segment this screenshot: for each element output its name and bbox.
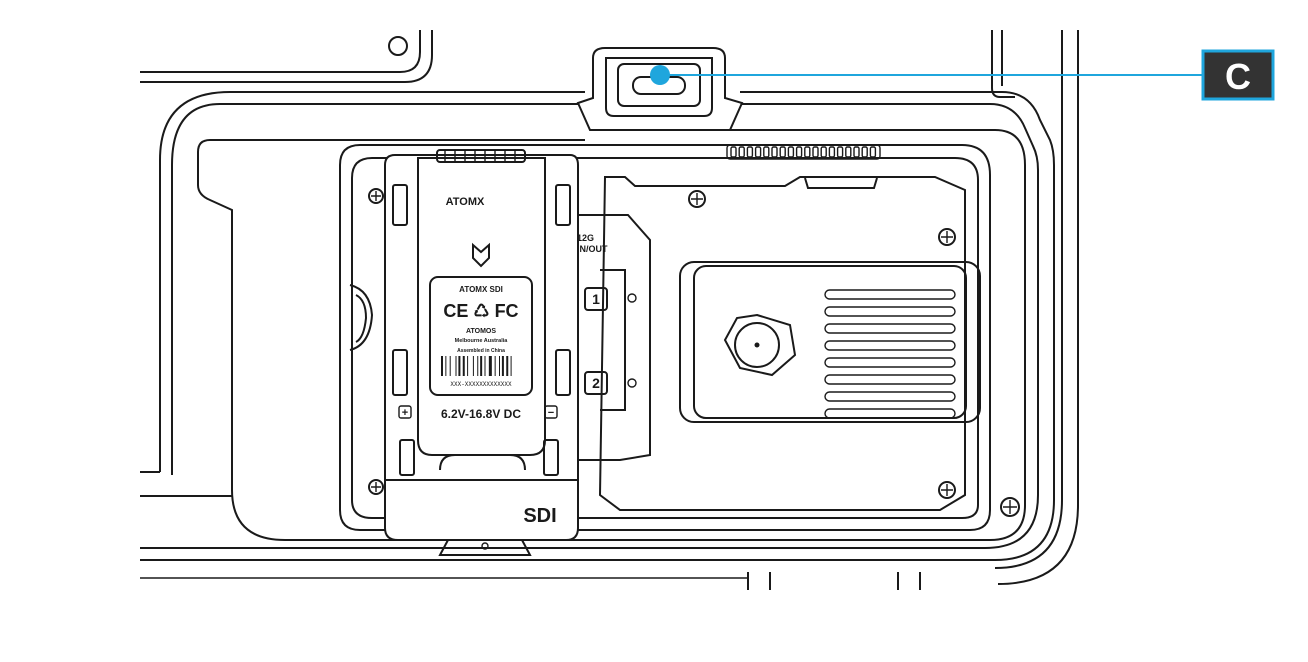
plus-terminal-label: + — [402, 407, 408, 419]
barcode-bar — [467, 356, 469, 376]
vent-slot — [824, 306, 956, 317]
vent-tooth — [836, 146, 844, 158]
vent-tooth — [730, 146, 737, 158]
maker-label: ATOMOS — [466, 328, 496, 335]
battery-tray — [339, 144, 1020, 531]
vent-tooth — [754, 146, 762, 158]
barcode-bar — [499, 356, 500, 376]
vent-tooth — [795, 146, 803, 158]
port-2-label: 2 — [592, 375, 600, 391]
ventilation-slots — [824, 289, 956, 419]
vent-tooth — [820, 146, 827, 158]
barcode-bar — [449, 356, 451, 376]
callout-c: C — [650, 49, 1275, 101]
barcode-bar — [494, 356, 496, 376]
barcode-bar — [480, 356, 483, 376]
brand-label: ATOMX — [446, 196, 485, 208]
vent-tooth — [845, 146, 852, 158]
assembled-label: Assembled in China — [457, 348, 505, 354]
vent-slot — [824, 408, 956, 419]
vent-row — [726, 144, 881, 160]
shield-icon — [472, 242, 490, 268]
callout-badge — [1201, 49, 1275, 101]
callout-dot — [650, 65, 670, 85]
callout-letter: C — [1225, 56, 1251, 97]
model-label: ATOMX SDI — [459, 285, 503, 294]
vent-tooth — [771, 146, 778, 158]
vent-tooth — [763, 146, 770, 158]
vent-tooth — [828, 146, 836, 158]
barcode-bar — [510, 356, 512, 376]
screw-icon — [368, 188, 1020, 517]
vent-tooth — [812, 146, 819, 158]
barcode-bar — [441, 356, 443, 376]
vent-tooth — [869, 146, 877, 158]
vent-tooth — [853, 146, 860, 158]
vent-tooth — [779, 146, 786, 158]
barcode-bar — [484, 356, 486, 376]
serial-label: XXX-XXXXXXXXXXXXX — [450, 381, 512, 388]
barcode-bar — [501, 356, 504, 376]
barcode-icon — [441, 356, 512, 376]
minus-terminal-label: − — [548, 407, 554, 419]
certification-marks: CE ♺ FC — [443, 301, 518, 321]
barcode-bar — [462, 356, 465, 376]
vent-tooth — [738, 146, 745, 158]
sdi-battery-plate: ATOMX ATOMX SDI CE ♺ FC ATOMOS Melbourne… — [349, 149, 579, 556]
vent-tooth — [861, 146, 868, 158]
vent-tooth — [746, 146, 754, 158]
vent-tooth — [804, 146, 811, 158]
barcode-bar — [506, 356, 509, 376]
vent-slot — [824, 323, 956, 334]
port-header-12g: 12G — [577, 233, 594, 243]
port-1-label: 1 — [592, 291, 600, 307]
vent-tooth — [787, 146, 795, 158]
voltage-label: 6.2V-16.8V DC — [441, 407, 521, 421]
barcode-bar — [445, 356, 447, 376]
barcode-bar — [455, 356, 457, 376]
barcode-bar — [477, 356, 479, 376]
device-housing — [140, 30, 1079, 590]
port-header-inout: IN/OUT — [577, 244, 608, 254]
vent-slot — [824, 289, 956, 300]
location-label: Melbourne Australia — [455, 338, 509, 344]
vent-slot — [824, 374, 956, 385]
module-label: SDI — [523, 505, 556, 527]
barcode-bar — [472, 356, 474, 376]
barcode-bar — [488, 356, 492, 376]
vent-slot — [824, 340, 956, 351]
barcode-bar — [458, 356, 461, 376]
top-slot — [576, 47, 744, 131]
vent-slot — [824, 391, 956, 402]
sdi-connector-block: 1 2 12G IN/OUT — [575, 214, 651, 461]
atomos-logo-icon — [723, 313, 797, 377]
vent-slot — [824, 357, 956, 368]
